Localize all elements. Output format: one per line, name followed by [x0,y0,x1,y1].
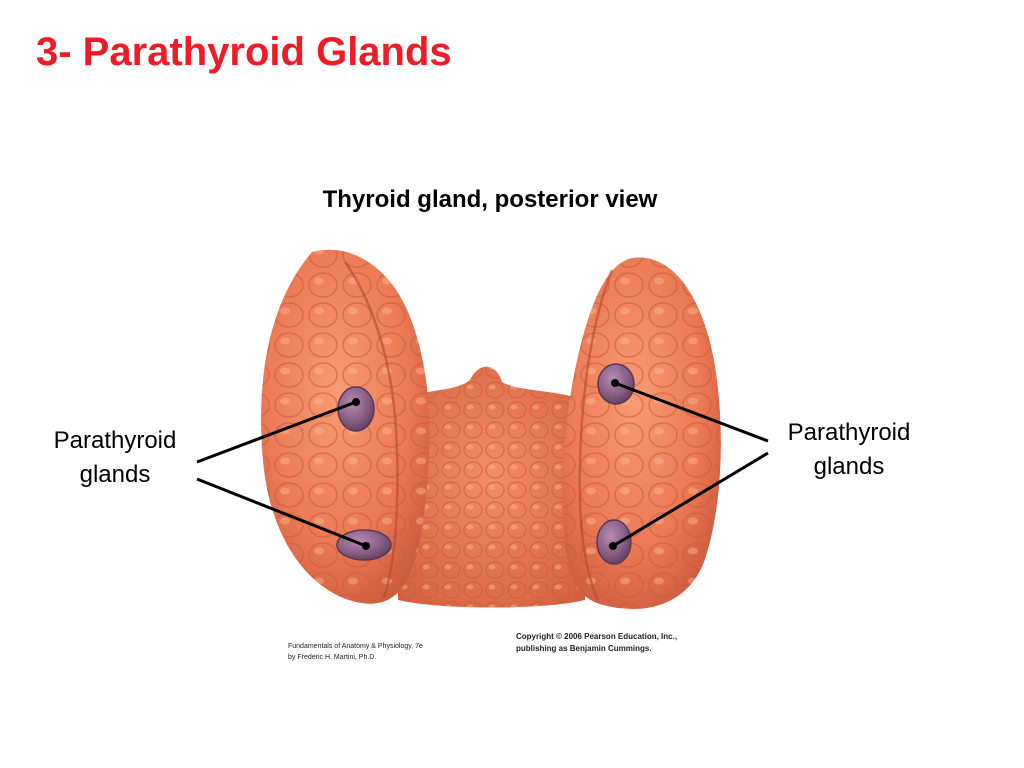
credit-left: Fundamentals of Anatomy & Physiology, 7e… [288,641,423,663]
callout-right-line1: Parathyroid [787,419,911,446]
callout-parathyroid-left: Parathyroid glands [30,424,200,492]
leader-lines-left [196,400,367,548]
callout-left-line1: Parathyroid [53,427,177,454]
parathyroid-gland-right-inferior [596,519,632,565]
slide-title: 3- Parathyroid Glands [36,30,452,74]
parathyroid-gland-left-superior [337,386,375,432]
figure-caption: Thyroid gland, posterior view [322,186,658,213]
callout-parathyroid-right: Parathyroid glands [764,416,934,484]
credit-right-line1: Copyright © 2006 Pearson Education, Inc.… [516,632,678,641]
callout-right-line2: glands [813,453,885,480]
credit-left-line1: Fundamentals of Anatomy & Physiology, 7e [288,643,423,650]
leader-lines-right [612,381,769,548]
credit-right: Copyright © 2006 Pearson Education, Inc.… [516,631,677,655]
thyroid-isthmus [398,366,585,608]
credit-right-line2: publishing as Benjamin Cummings. [516,644,652,653]
thyroid-right-lobe [562,257,721,609]
callout-left-line2: glands [79,461,151,488]
leader-dots [352,379,619,550]
credit-left-line2: by Frederic H. Martini, Ph.D. [288,654,377,661]
